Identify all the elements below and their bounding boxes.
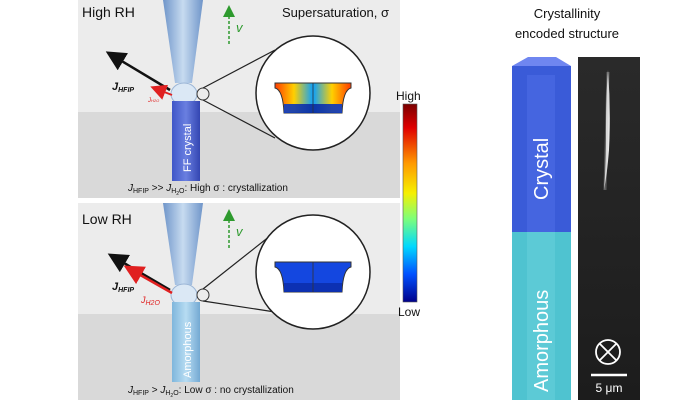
top-nozzle (163, 0, 203, 83)
sigma-label: Supersaturation, σ (282, 5, 389, 20)
top-caption: JHFIP >> JH2O: High σ : crystallization (127, 183, 288, 197)
colorbar: High Low (396, 89, 421, 319)
bottom-zoom-circle (255, 214, 371, 330)
top-panel: High RH Supersaturation, σ v FF crystal … (78, 0, 400, 198)
top-flux-main-label: JHFIP (112, 81, 134, 94)
right-panel-title-line2: encoded structure (515, 26, 619, 41)
top-zoom-line-upper (202, 49, 276, 89)
bottom-nozzle (163, 203, 203, 285)
top-flux-minor-label: JH2O (147, 98, 159, 104)
top-panel-title: High RH (82, 4, 135, 20)
right-panel-title-line1: Crystallinity (534, 6, 601, 21)
top-zoom-circle (255, 35, 371, 151)
top-flux-main-arrow (105, 51, 171, 92)
prism-amorphous-side-highlight (527, 232, 555, 400)
bottom-zoom-line-lower (202, 300, 276, 313)
colorbar-low-label: Low (398, 305, 420, 319)
right-panel: Crystallinity encoded structure Crystal … (512, 6, 640, 400)
bottom-zoom-line-upper (202, 231, 276, 290)
colorbar-gradient (402, 103, 418, 303)
sem-scale-label: 5 μm (596, 381, 623, 395)
prism-crystal-side-highlight (527, 75, 555, 232)
bottom-fiber (172, 302, 200, 382)
top-fiber-label: FF crystal (182, 124, 194, 172)
sem-fiber-glow (603, 71, 610, 191)
top-zoom-line-lower (202, 99, 276, 139)
prism-crystal-label: Crystal (531, 138, 553, 200)
top-velocity-label: v (236, 20, 244, 35)
colorbar-high-label: High (396, 89, 421, 103)
bottom-flux-minor-arrow (123, 265, 173, 295)
bottom-velocity-label: v (236, 224, 244, 239)
prism-amorphous-label: Amorphous (531, 290, 553, 392)
bottom-fiber-label: Amorphous (182, 321, 194, 378)
bottom-panel-title: Low RH (82, 211, 132, 227)
top-fiber (172, 101, 200, 181)
top-flux-minor-arrow (150, 84, 173, 100)
bottom-caption: JHFIP > JH2O: Low σ : no crystallization (127, 385, 294, 399)
bottom-panel-lower-band (78, 314, 400, 400)
bottom-panel: Low RH v Amorphous JHFIP JH2O JHFIP > JH… (78, 203, 400, 400)
sem-view-direction-icon (595, 339, 621, 365)
sem-fiber-streak (604, 70, 610, 190)
bottom-flux-minor-label: JH2O (140, 295, 160, 307)
bottom-flux-main-label: JHFIP (112, 281, 134, 294)
